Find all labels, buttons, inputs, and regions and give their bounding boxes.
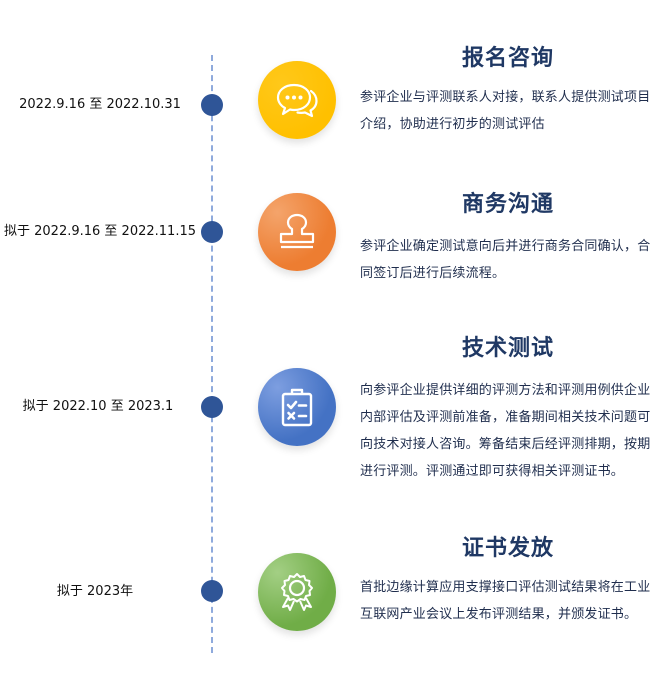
stage-icon-circle — [258, 553, 336, 631]
timeline-dot — [201, 94, 223, 116]
stage-date: 拟于 2023年 — [56, 584, 134, 599]
stage-date: 2022.9.16 至 2022.10.31 — [19, 97, 181, 112]
stamp-icon — [279, 213, 315, 249]
award-badge-icon — [281, 573, 313, 611]
timeline-dot — [201, 580, 223, 602]
stage-title: 证书发放 — [461, 536, 554, 561]
timeline-dot — [201, 396, 223, 418]
stage-icon-circle — [258, 368, 336, 446]
stage-date: 拟于 2022.10 至 2023.1 — [22, 399, 174, 414]
stage-date: 拟于 2022.9.16 至 2022.11.15 — [4, 224, 196, 239]
stage-icon-circle — [258, 61, 336, 139]
stage-title: 报名咨询 — [461, 46, 554, 71]
stage-title: 技术测试 — [461, 336, 554, 361]
stage-description: 参评企业与评测联系人对接，联系人提供测试项目介绍，协助进行初步的测试评估 — [360, 90, 651, 132]
timeline-dot — [201, 221, 223, 243]
stage-icon-circle — [258, 193, 336, 271]
stage-description: 参评企业确定测试意向后并进行商务合同确认，合同签订后进行后续流程。 — [360, 239, 651, 281]
stage-title: 商务沟通 — [461, 192, 554, 217]
stage-description: 向参评企业提供详细的评测方法和评测用例供企业内部评估及评测前准备，准备期间相关技… — [360, 383, 651, 479]
chat-bubbles-icon — [276, 83, 318, 118]
timeline-dashed-line — [211, 55, 213, 653]
checklist-clipboard-icon — [281, 388, 313, 427]
stage-description: 首批边缘计算应用支撑接口评估测试结果将在工业互联网产业会议上发布评测结果，并颁发… — [360, 580, 651, 622]
